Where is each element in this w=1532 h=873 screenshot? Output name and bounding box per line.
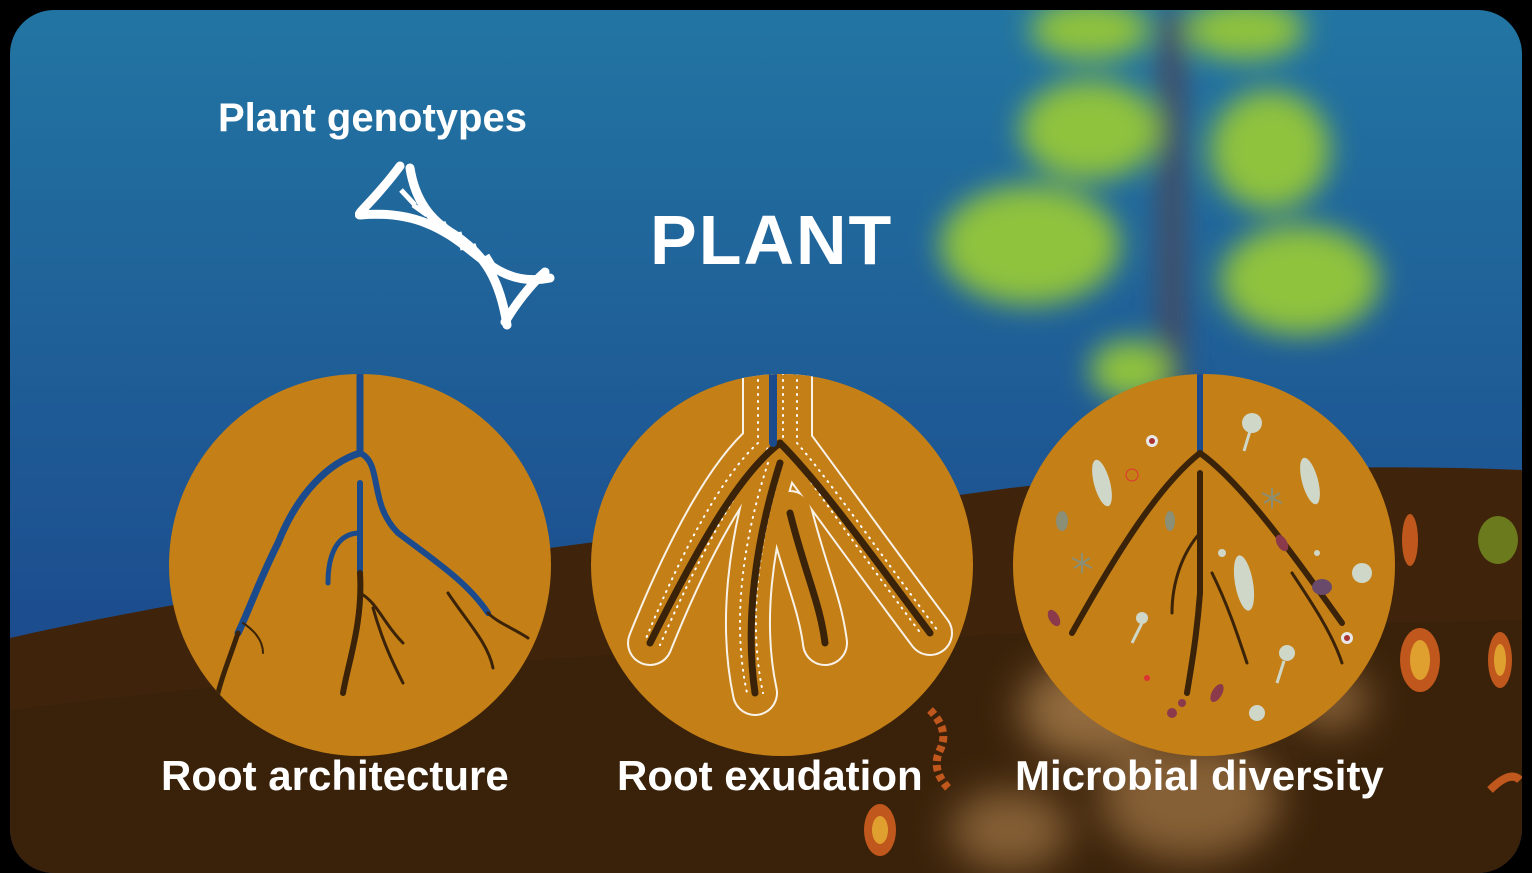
microbial-diversity-label: Microbial diversity [1015, 752, 1384, 800]
root-exudation-label: Root exudation [617, 752, 923, 800]
dna-icon [355, 160, 555, 330]
root-architecture-label: Root architecture [161, 752, 509, 800]
plant-genotypes-label: Plant genotypes [218, 96, 527, 141]
microbe-icon [1012, 373, 1396, 757]
scene: Plant genotypes PLANT [10, 10, 1522, 873]
root-exudation-icon [590, 373, 974, 757]
root-architecture-icon [168, 373, 552, 757]
plant-title: PLANT [650, 200, 893, 280]
